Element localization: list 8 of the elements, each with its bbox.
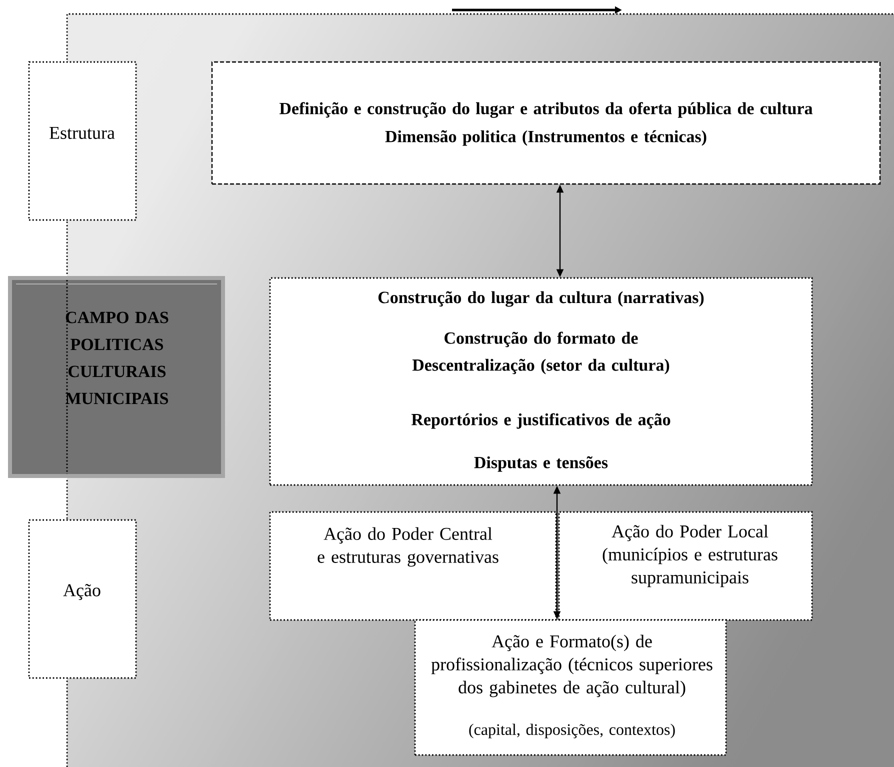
text-box: Definição e construção do lugar e atributos da oferta pública de cultura Dimensão politica (Instrumentos e técnicas) bbox=[211, 61, 881, 185]
text-box: Ação do Poder Central e estruturas governativas bbox=[269, 511, 557, 621]
title-box: CAMPO DAS POLITICAS CULTURAIS MUNICIPAIS bbox=[8, 276, 225, 478]
label-box: Estrutura bbox=[28, 61, 137, 221]
text-box: Ação do Poder Local (municípios e estruturas supramunicipais bbox=[558, 511, 813, 621]
text-box: Construção do lugar da cultura (narrativas) Construção do formato de Descentralização (setor da cultura) Reportórios e justificativos de ação Disputas e tensões bbox=[269, 277, 813, 486]
label-box: Ação bbox=[28, 519, 137, 679]
text-box: Ação e Formato(s) de profissionalização (técnicos superiores dos gabinetes de ação cultural) (capital, disposições, contextos) bbox=[414, 619, 727, 756]
